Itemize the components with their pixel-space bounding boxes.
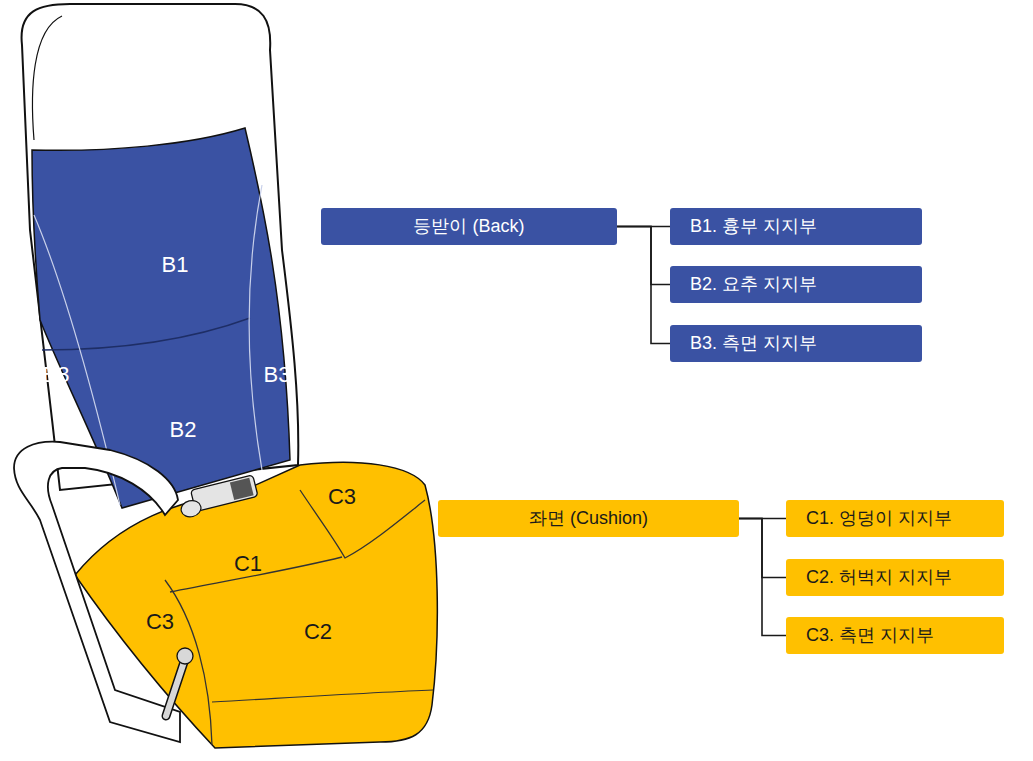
box-label: B2. 요추 지지부 — [690, 274, 817, 295]
recline-lever — [166, 648, 193, 716]
region-label: C3 — [328, 484, 356, 510]
tree-connector — [617, 227, 670, 285]
part-box: B2. 요추 지지부 — [670, 266, 922, 303]
part-box: B3. 측면 지지부 — [670, 325, 922, 362]
box-label: C2. 허벅지 지지부 — [806, 567, 952, 588]
part-box: C2. 허벅지 지지부 — [786, 559, 1004, 596]
part-box: B1. 흉부 지지부 — [670, 208, 922, 245]
region-label: C1 — [234, 551, 262, 577]
group-box: 등받이 (Back) — [321, 208, 617, 245]
seat-belt-buckle — [177, 475, 259, 519]
box-label: B1. 흉부 지지부 — [690, 216, 817, 237]
seam-line — [300, 490, 425, 558]
region-label: B1 — [162, 252, 189, 278]
tree-connector — [739, 519, 786, 636]
armrest — [14, 442, 180, 742]
tree-connector — [617, 227, 670, 344]
region-label: C3 — [146, 609, 174, 635]
region-label: B3 — [43, 362, 70, 388]
box-label: 등받이 (Back) — [413, 216, 524, 237]
seam-line — [42, 318, 250, 350]
group-box: 좌면 (Cushion) — [438, 500, 739, 537]
headrest-edge — [32, 16, 62, 140]
region-label: C2 — [304, 619, 332, 645]
box-label: C1. 엉덩이 지지부 — [806, 508, 952, 529]
box-label: C3. 측면 지지부 — [806, 625, 934, 646]
part-box: C1. 엉덩이 지지부 — [786, 500, 1004, 537]
seam-line — [249, 185, 262, 470]
box-label: 좌면 (Cushion) — [529, 508, 648, 529]
region-label: B2 — [170, 417, 197, 443]
box-label: B3. 측면 지지부 — [690, 333, 817, 354]
part-box: C3. 측면 지지부 — [786, 617, 1004, 654]
seam-line — [212, 690, 433, 702]
region-label: B3 — [264, 362, 291, 388]
